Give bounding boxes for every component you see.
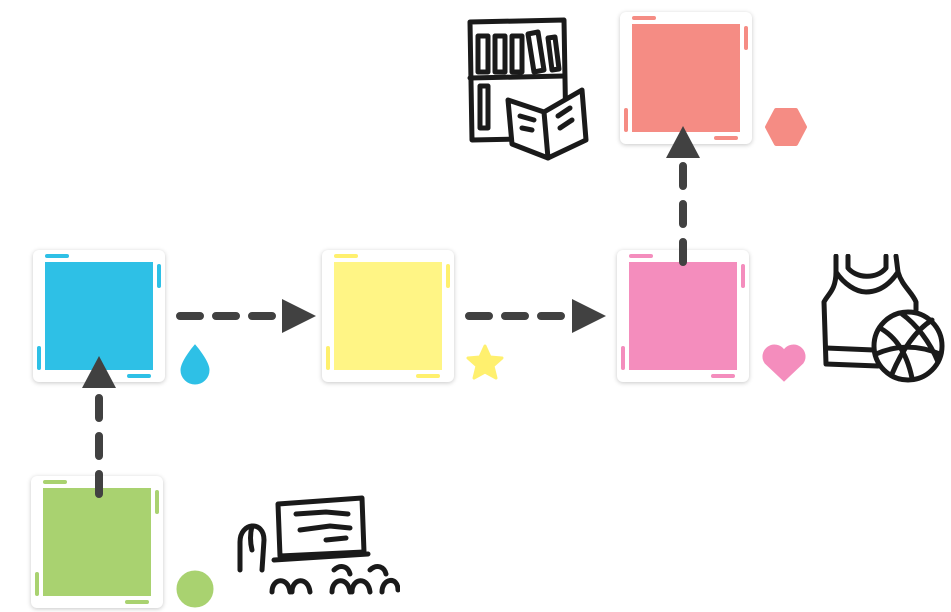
card-edge-mark	[334, 254, 358, 258]
hexagon-icon	[765, 108, 807, 146]
card-edge-mark	[127, 374, 151, 378]
card-edge-mark	[326, 346, 330, 370]
card-edge-mark	[624, 108, 628, 132]
arrow-pink-to-salmon[interactable]	[666, 126, 700, 266]
card-edge-mark	[744, 26, 748, 50]
card-edge-mark	[632, 16, 656, 20]
bookshelf-book-illustration	[467, 17, 589, 161]
card-edge-mark	[446, 264, 450, 288]
card-edge-mark	[416, 374, 440, 378]
card-fill	[632, 24, 740, 132]
card-edge-mark	[714, 136, 738, 140]
card-fill	[45, 262, 153, 370]
card-pink[interactable]	[617, 250, 749, 382]
card-fill	[334, 262, 442, 370]
card-edge-mark	[35, 572, 39, 596]
arrow-blue-to-yellow[interactable]	[176, 299, 316, 333]
card-edge-mark	[43, 480, 67, 484]
presentation-audience-illustration	[237, 495, 400, 595]
drop-icon	[180, 344, 210, 385]
card-edge-mark	[125, 600, 149, 604]
card-blue[interactable]	[33, 250, 165, 382]
card-edge-mark	[155, 490, 159, 514]
card-yellow[interactable]	[322, 250, 454, 382]
jersey-basketball-illustration	[821, 254, 945, 383]
card-edge-mark	[157, 264, 161, 288]
card-edge-mark	[621, 346, 625, 370]
card-fill	[629, 262, 737, 370]
card-edge-mark	[629, 254, 653, 258]
card-edge-mark	[741, 264, 745, 288]
circle-icon	[176, 570, 214, 608]
card-salmon[interactable]	[620, 12, 752, 144]
card-green[interactable]	[31, 476, 163, 608]
card-edge-mark	[711, 374, 735, 378]
heart-icon	[762, 344, 806, 382]
arrow-yellow-to-pink[interactable]	[465, 299, 606, 333]
card-edge-mark	[45, 254, 69, 258]
card-edge-mark	[37, 346, 41, 370]
card-fill	[43, 488, 151, 596]
star-icon	[466, 344, 504, 380]
